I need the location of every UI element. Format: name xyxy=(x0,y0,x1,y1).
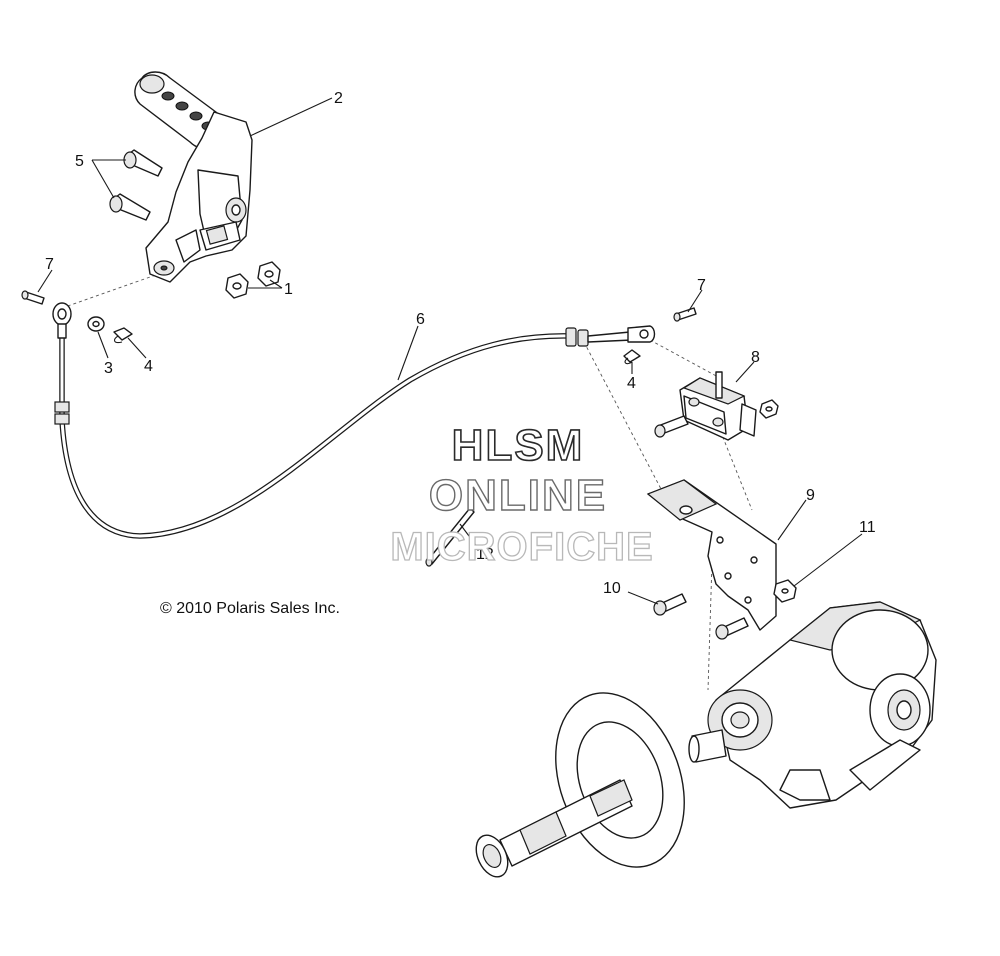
leader-lines xyxy=(37,97,863,605)
callout-2: 2 xyxy=(334,90,343,107)
callout-7-right: 7 xyxy=(697,277,706,294)
drive-shaft xyxy=(475,779,633,878)
callout-9: 9 xyxy=(806,487,815,504)
callout-1: 1 xyxy=(284,281,293,298)
bracket-part-9 xyxy=(646,479,777,631)
pin-part-12 xyxy=(425,507,475,567)
nuts-part-1 xyxy=(225,261,281,299)
brake-lever-assembly xyxy=(134,71,253,283)
brake-cable-part-6 xyxy=(52,302,656,539)
gearcase xyxy=(688,601,937,809)
alignment-lines xyxy=(61,269,753,691)
caliper-nut xyxy=(759,399,779,419)
clip-part-4-right xyxy=(623,349,641,365)
caliper-bolt xyxy=(654,415,689,438)
washer-part-3 xyxy=(87,316,105,332)
bolts-part-5 xyxy=(109,149,163,221)
bracket-bolt xyxy=(715,617,749,640)
callout-11: 11 xyxy=(859,519,876,536)
watermark-line-1: HLSM xyxy=(452,421,585,470)
nut-part-11 xyxy=(773,579,797,603)
copyright-notice: © 2010 Polaris Sales Inc. xyxy=(160,600,340,617)
pin-part-7-left xyxy=(21,290,45,305)
callout-10: 10 xyxy=(603,580,621,597)
watermark-line-3: MICROFICHE xyxy=(390,525,653,569)
callout-8: 8 xyxy=(751,349,760,366)
callout-4-left: 4 xyxy=(144,358,153,375)
callout-3: 3 xyxy=(104,360,113,377)
callout-12: 12 xyxy=(476,546,494,563)
callout-5: 5 xyxy=(75,153,84,170)
callout-7-left: 7 xyxy=(45,256,54,273)
caliper-part-8 xyxy=(679,371,757,441)
clip-part-4-left xyxy=(113,327,133,344)
bolt-part-10 xyxy=(653,593,687,616)
watermark-line-2: ONLINE xyxy=(429,471,607,520)
callout-4-right: 4 xyxy=(627,375,636,392)
callout-6: 6 xyxy=(416,311,425,328)
pin-part-7-right xyxy=(673,307,697,322)
